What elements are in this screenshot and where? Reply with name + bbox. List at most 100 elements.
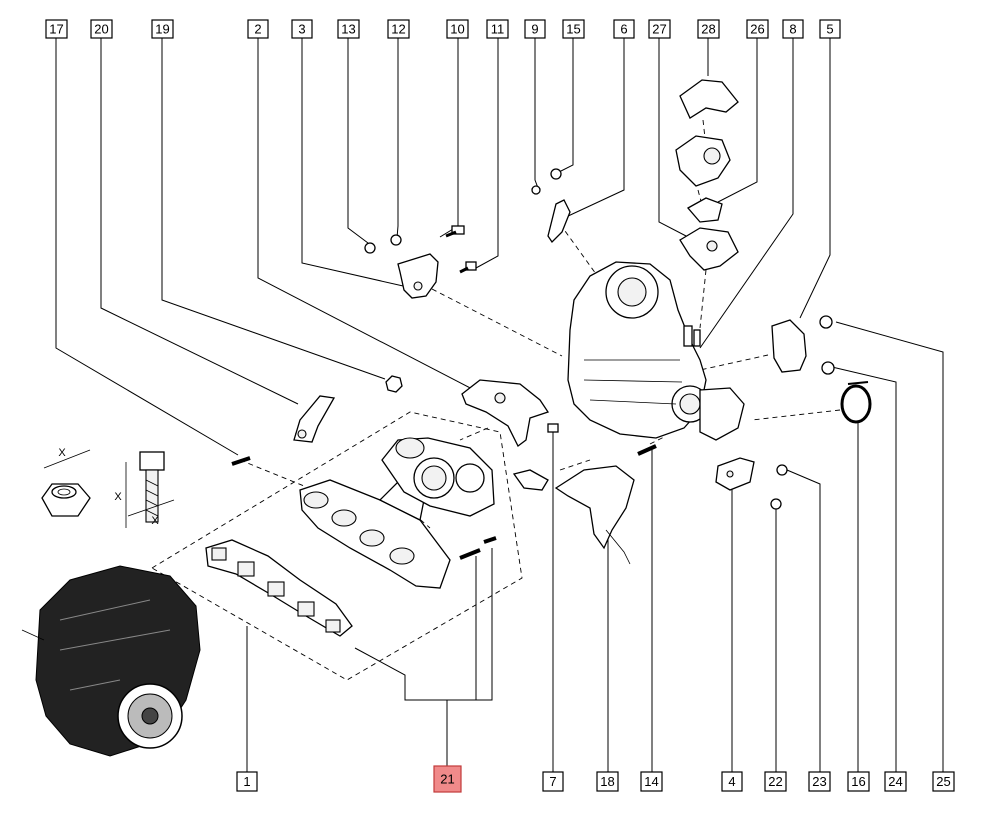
svg-text:8: 8: [789, 22, 796, 37]
bracket-3-assembly: [364, 225, 477, 299]
callout-3: 3: [291, 19, 313, 39]
dimension-x-bolt-bottom: X: [151, 515, 159, 527]
leader-11: [475, 38, 499, 269]
svg-text:6: 6: [620, 22, 627, 37]
svg-text:27: 27: [652, 22, 666, 37]
svg-text:7: 7: [549, 774, 556, 789]
svg-text:17: 17: [49, 22, 63, 37]
leader-21b: [447, 548, 493, 701]
leader-19: [161, 38, 386, 380]
callout-4: 4: [721, 771, 743, 792]
callout-27: 27: [648, 19, 671, 39]
bracket-5-assembly: [771, 315, 835, 375]
svg-text:24: 24: [888, 774, 902, 789]
nut-dimension-detail: X: [41, 447, 91, 517]
leader-5: [799, 38, 831, 319]
svg-text:14: 14: [644, 774, 658, 789]
leader-12: [396, 38, 399, 239]
manifold-gasket: [205, 539, 353, 637]
catalytic-converter: [567, 261, 745, 441]
callout-22: 22: [764, 771, 787, 792]
callout-18: 18: [596, 771, 619, 792]
dimension-x-nut: X: [58, 447, 66, 459]
callout-12: 12: [387, 19, 410, 39]
leader-6: [565, 38, 625, 218]
svg-text:5: 5: [826, 22, 833, 37]
svg-text:19: 19: [155, 22, 169, 37]
leader-2: [257, 38, 479, 393]
callout-15: 15: [562, 19, 585, 39]
leader-27: [658, 38, 689, 238]
callout-11: 11: [486, 19, 509, 39]
callout-17: 17: [45, 19, 68, 39]
svg-text:28: 28: [701, 22, 715, 37]
callout-5: 5: [819, 19, 841, 39]
svg-text:9: 9: [531, 22, 538, 37]
callout-13: 13: [337, 19, 360, 39]
bracket-4-assembly: [715, 457, 788, 510]
svg-text:16: 16: [851, 774, 865, 789]
svg-text:15: 15: [566, 22, 580, 37]
turbocharger: [381, 437, 495, 517]
callout-25: 25: [932, 771, 955, 792]
leader-8: [699, 38, 794, 349]
leader-24: [831, 366, 897, 772]
leader-21: [354, 647, 448, 772]
leader-3: [301, 38, 413, 289]
svg-text:22: 22: [768, 774, 782, 789]
callout-26: 26: [746, 19, 769, 39]
leader-26: [717, 38, 758, 203]
bolt-dimension-detail: X X: [114, 451, 175, 528]
svg-text:10: 10: [450, 22, 464, 37]
leader-20: [100, 38, 299, 405]
callout-2: 2: [247, 19, 269, 39]
svg-text:25: 25: [936, 774, 950, 789]
svg-text:3: 3: [298, 22, 305, 37]
callout-16: 16: [847, 771, 870, 792]
svg-text:21: 21: [440, 772, 454, 787]
callout-14: 14: [640, 771, 663, 792]
callout-7: 7: [542, 771, 564, 792]
callout-1: 1: [236, 771, 258, 792]
leader-15: [558, 38, 574, 173]
callout-23: 23: [808, 771, 831, 792]
studs: [231, 444, 657, 560]
callout-19: 19: [151, 19, 174, 39]
svg-text:11: 11: [491, 22, 505, 37]
clamp-16: [840, 381, 872, 424]
svg-text:2: 2: [254, 22, 261, 37]
leader-13: [347, 38, 369, 244]
bracket-mount-upper: [675, 135, 731, 187]
bracket-27: [679, 227, 739, 271]
bracket-26: [686, 197, 723, 223]
svg-text:26: 26: [750, 22, 764, 37]
heat-shield-18: [512, 423, 635, 565]
nut-19: [385, 375, 403, 393]
leader-23: [786, 469, 821, 772]
callout-10: 10: [446, 19, 469, 39]
heat-shield-2: [461, 379, 550, 447]
sensor-8: [683, 325, 701, 347]
svg-text:4: 4: [728, 774, 735, 789]
bracket-28: [679, 79, 739, 119]
bracket-6-assembly: [531, 168, 571, 244]
svg-text:18: 18: [600, 774, 614, 789]
dimension-x-bolt-side: X: [114, 491, 122, 503]
callout-28: 28: [697, 19, 720, 39]
svg-text:13: 13: [341, 22, 355, 37]
leader-10: [439, 38, 459, 238]
leader-17: [55, 38, 239, 456]
leader-25: [835, 321, 944, 772]
leader-lines: [55, 38, 944, 772]
svg-text:12: 12: [391, 22, 405, 37]
svg-text:23: 23: [812, 774, 826, 789]
callout-24: 24: [884, 771, 907, 792]
engine-illustration: [21, 565, 201, 757]
callout-20: 20: [90, 19, 113, 39]
callout-boxes: 17 20 19 2 3 13 12 10 11 9 15 6 27 28 26…: [45, 19, 955, 793]
svg-text:1: 1: [243, 774, 250, 789]
leader-9: [534, 38, 539, 189]
callout-21-highlighted: 21: [433, 765, 462, 793]
callout-8: 8: [782, 19, 804, 39]
